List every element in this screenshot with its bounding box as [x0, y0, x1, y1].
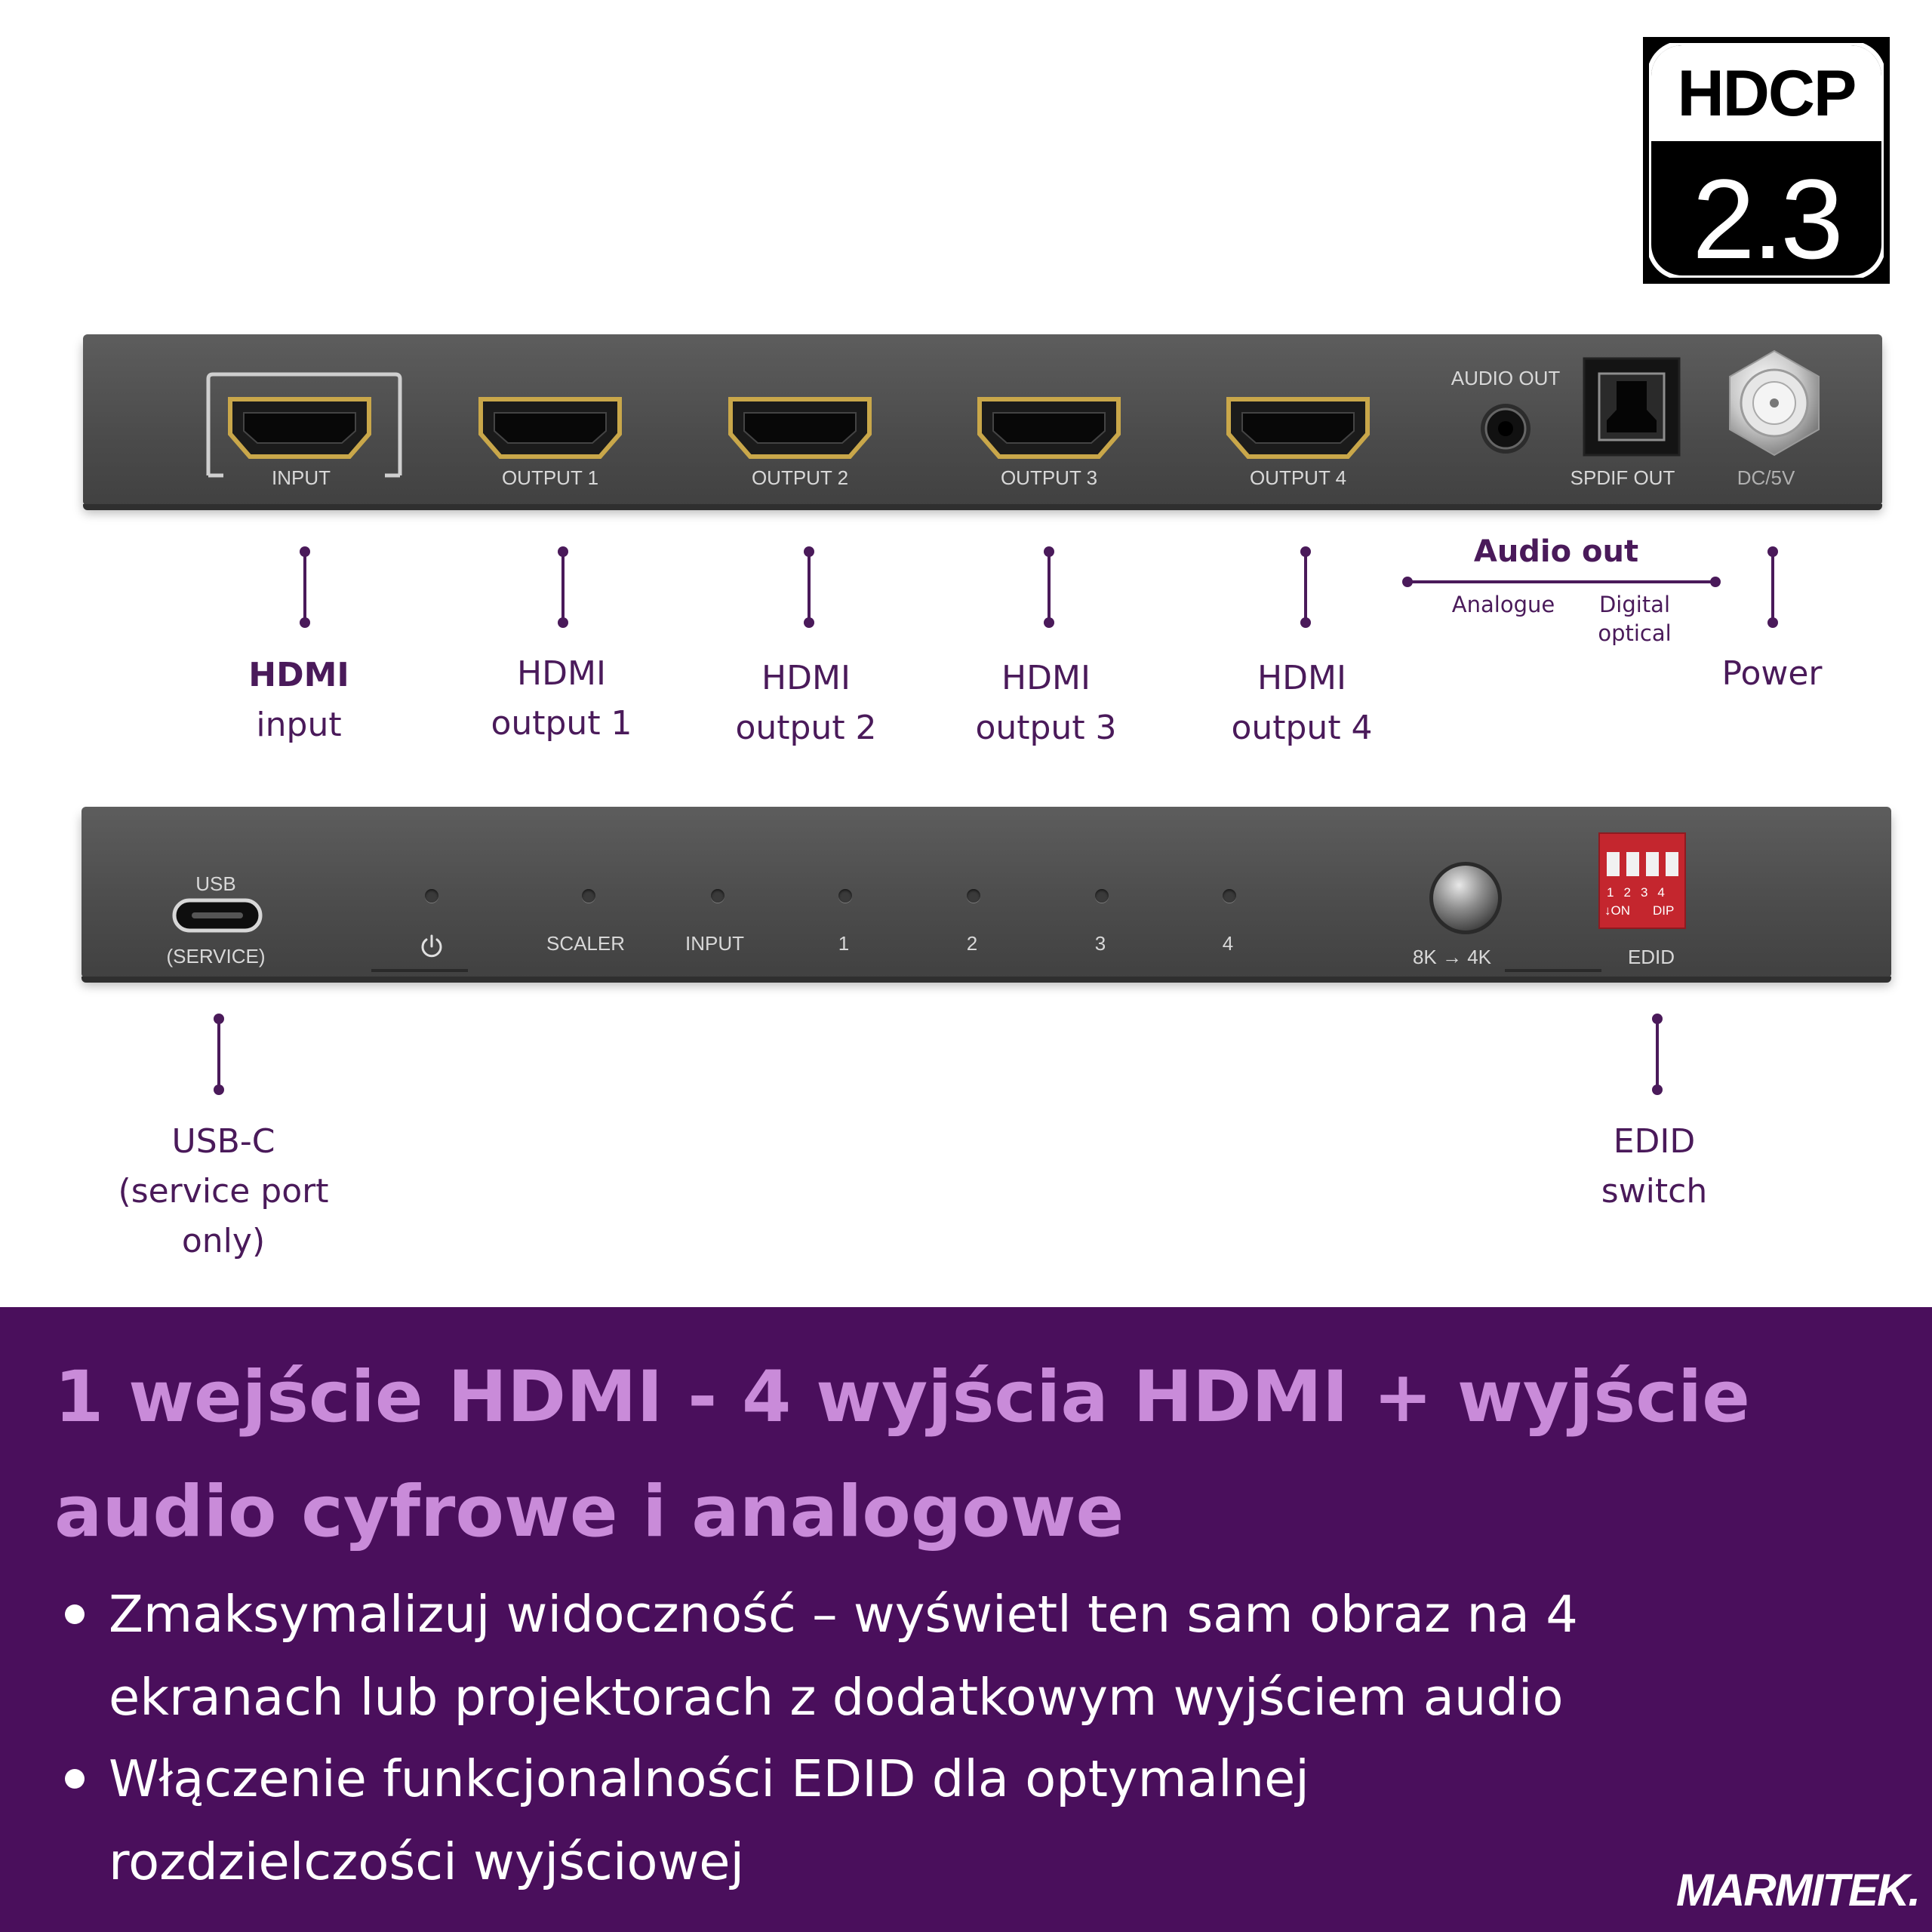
port-label-output-3: OUTPUT 3	[1000, 466, 1098, 489]
port-label-input: INPUT	[272, 466, 331, 489]
front-foot-left	[371, 969, 468, 972]
port-label-output-2: OUTPUT 2	[751, 466, 849, 489]
power-icon	[421, 934, 442, 958]
connector-output-3	[1044, 546, 1054, 628]
callout-power: Power	[1721, 654, 1823, 693]
hdcp-version: 2.3	[1692, 155, 1844, 282]
usb-label: USB	[195, 872, 236, 895]
led-label-scaler: SCALER	[546, 932, 626, 955]
port-label-output-4: OUTPUT 4	[1249, 466, 1347, 489]
connector-audio-out	[1402, 577, 1721, 587]
dip-toggle-3[interactable]	[1646, 841, 1659, 876]
led-label-3: 3	[1094, 932, 1106, 955]
scaler-led	[582, 889, 595, 903]
callout-audio-analogue: Analogue	[1451, 592, 1555, 617]
marmitek-logo: MARMITEK.	[1676, 1865, 1921, 1915]
dip-on-label: ↓ON	[1604, 903, 1630, 918]
bullet-dot-icon	[65, 1604, 85, 1624]
front-foot-right	[1505, 969, 1601, 972]
edid-dip-switch[interactable]: 1234 ↓ON DIP	[1598, 832, 1686, 929]
audio-jack-icon[interactable]	[1479, 402, 1532, 455]
hdmi-output-2-port-icon[interactable]	[728, 396, 872, 460]
led-label-2: 2	[966, 932, 978, 955]
dc-5v-label: DC/5V	[1737, 466, 1795, 489]
hdmi-output-3-port-icon[interactable]	[977, 396, 1121, 460]
usb-service-label: (SERVICE)	[166, 945, 266, 968]
dc-power-jack-icon[interactable]	[1721, 349, 1828, 457]
scaler-button-label: 8K → 4K	[1412, 946, 1492, 968]
hdcp-badge-frame	[1649, 43, 1884, 278]
spdif-optical-port-icon[interactable]	[1583, 357, 1681, 457]
rear-panel: INPUT OUTPUT 1 OUTPUT 2 OUTPUT 3 OUTPUT …	[83, 334, 1882, 510]
dip-toggle-2[interactable]	[1626, 841, 1639, 876]
bullet-item-2: Włączenie funkcjonalności EDID dla optym…	[54, 1737, 1888, 1903]
dip-toggle-4[interactable]	[1666, 841, 1678, 876]
hdmi-input-port-icon[interactable]	[227, 396, 372, 460]
edid-label: EDID	[1627, 946, 1675, 968]
output-4-led	[1223, 889, 1236, 903]
connector-input	[300, 546, 310, 628]
front-panel: USB (SERVICE) SCALER INPUT 1 2 3 4 8K → …	[82, 807, 1891, 983]
spdif-out-label: SPDIF OUT	[1570, 466, 1675, 489]
headline-line-2: audio cyfrowe i analogowe	[54, 1471, 1124, 1553]
connector-output-1	[558, 546, 568, 628]
bullet-item-1: Zmaksymalizuj widoczność – wyświetl ten …	[54, 1573, 1888, 1739]
led-label-input: INPUT	[685, 932, 744, 955]
input-bracket	[206, 372, 402, 478]
port-label-output-1: OUTPUT 1	[501, 466, 599, 489]
bullet-dot-icon	[65, 1769, 85, 1789]
output-3-led	[1095, 889, 1109, 903]
connector-output-2	[804, 546, 814, 628]
hdmi-output-4-port-icon[interactable]	[1226, 396, 1371, 460]
input-led	[711, 889, 724, 903]
audio-out-label: AUDIO OUT	[1451, 367, 1561, 389]
usb-c-port-icon[interactable]	[172, 898, 263, 933]
dip-label: DIP	[1653, 903, 1675, 918]
output-2-led	[967, 889, 980, 903]
feature-band	[0, 1307, 1932, 1932]
connector-output-4	[1300, 546, 1311, 628]
connector-power	[1767, 546, 1778, 628]
hdcp-badge: HDCP 2.3	[1643, 37, 1890, 284]
dip-numbers: 1234	[1607, 885, 1675, 900]
headline-line-1: 1 wejście HDMI - 4 wyjścia HDMI + wyjści…	[54, 1356, 1750, 1438]
connector-edid	[1652, 1014, 1663, 1095]
connector-usb-c	[214, 1014, 224, 1095]
output-1-led	[838, 889, 852, 903]
hdcp-text: HDCP	[1677, 57, 1857, 130]
power-led	[425, 889, 438, 903]
headline: 1 wejście HDMI - 4 wyjścia HDMI + wyjści…	[54, 1340, 1896, 1570]
led-label-4: 4	[1222, 932, 1234, 955]
hdmi-output-1-port-icon[interactable]	[478, 396, 623, 460]
scaler-button-icon[interactable]	[1428, 860, 1503, 936]
led-label-1: 1	[838, 932, 850, 955]
callout-audio-out-title: Audio out	[1473, 534, 1639, 569]
dip-toggle-1[interactable]	[1607, 841, 1620, 876]
